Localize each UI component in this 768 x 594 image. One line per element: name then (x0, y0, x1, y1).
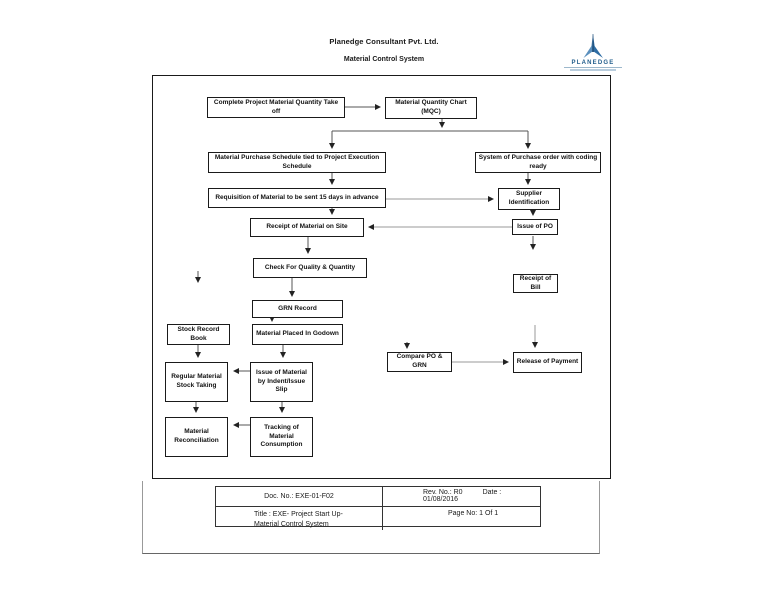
flow-node-supplier-id: Supplier Identification (498, 188, 560, 210)
flow-node-issue-po: Issue of PO (512, 219, 558, 235)
flow-node-godown: Material Placed In Godown (252, 324, 343, 345)
date-label: Date : (482, 489, 502, 496)
flow-node-receipt-bill: Receipt of Bill (513, 274, 558, 293)
flow-node-check-quality: Check For Quality & Quantity (253, 258, 367, 278)
document-control-table: Doc. No.: EXE-01-F02 Rev. No.: R0 Date :… (215, 486, 541, 531)
document-title: Material Control System (343, 56, 425, 63)
flow-node-system-po: System of Purchase order with coding rea… (475, 152, 601, 173)
company-title: Planedge Consultant Pvt. Ltd. (329, 37, 439, 46)
flow-node-issue-material: Issue of Material by Indent/Issue Slip (250, 362, 313, 402)
flow-node-release-payment: Release of Payment (513, 352, 582, 373)
doc-title-line2: Material Control System (254, 521, 329, 529)
revision-cell: Rev. No.: R0 Date : 01/08/2016 (383, 487, 540, 507)
doc-title-cell: Title : EXE- Project Start Up- Material … (216, 507, 383, 531)
flow-node-regular-stock: Regular Material Stock Taking (165, 362, 228, 402)
flow-node-reconciliation: Material Reconciliation (165, 417, 228, 457)
flow-node-receipt-site: Receipt of Material on Site (250, 218, 364, 237)
flow-node-compare-po: Compare PO & GRN (387, 352, 452, 372)
planedge-logo: PLANEDGE (564, 34, 622, 71)
flow-node-purchase-schedule: Material Purchase Schedule tied to Proje… (208, 152, 386, 173)
flow-node-stock-record: Stock Record Book (167, 324, 230, 345)
flow-node-tracking: Tracking of Material Consumption (250, 417, 313, 457)
doc-title-line1: Title : EXE- Project Start Up- (254, 511, 343, 518)
footer-frame (142, 481, 600, 554)
date-value: 01/08/2016 (423, 496, 459, 503)
doc-number-cell: Doc. No.: EXE-01-F02 (216, 487, 383, 507)
page-number-cell: Page No: 1 Of 1 (383, 507, 540, 530)
flow-node-grn-record: GRN Record (252, 300, 343, 318)
flow-node-complete-takeoff: Complete Project Material Quantity Take … (207, 97, 345, 118)
logo-tagline (570, 69, 616, 71)
flow-node-mqc: Material Quantity Chart (MQC) (385, 97, 477, 119)
logo-brand-text: PLANEDGE (564, 60, 622, 68)
rev-number: Rev. No.: R0 (423, 489, 463, 496)
doc-number: Doc. No.: EXE-01-F02 (264, 493, 334, 500)
sail-logo-icon (564, 34, 622, 60)
flow-node-requisition: Requisition of Material to be sent 15 da… (208, 188, 386, 208)
page-number: Page No: 1 Of 1 (448, 510, 499, 517)
